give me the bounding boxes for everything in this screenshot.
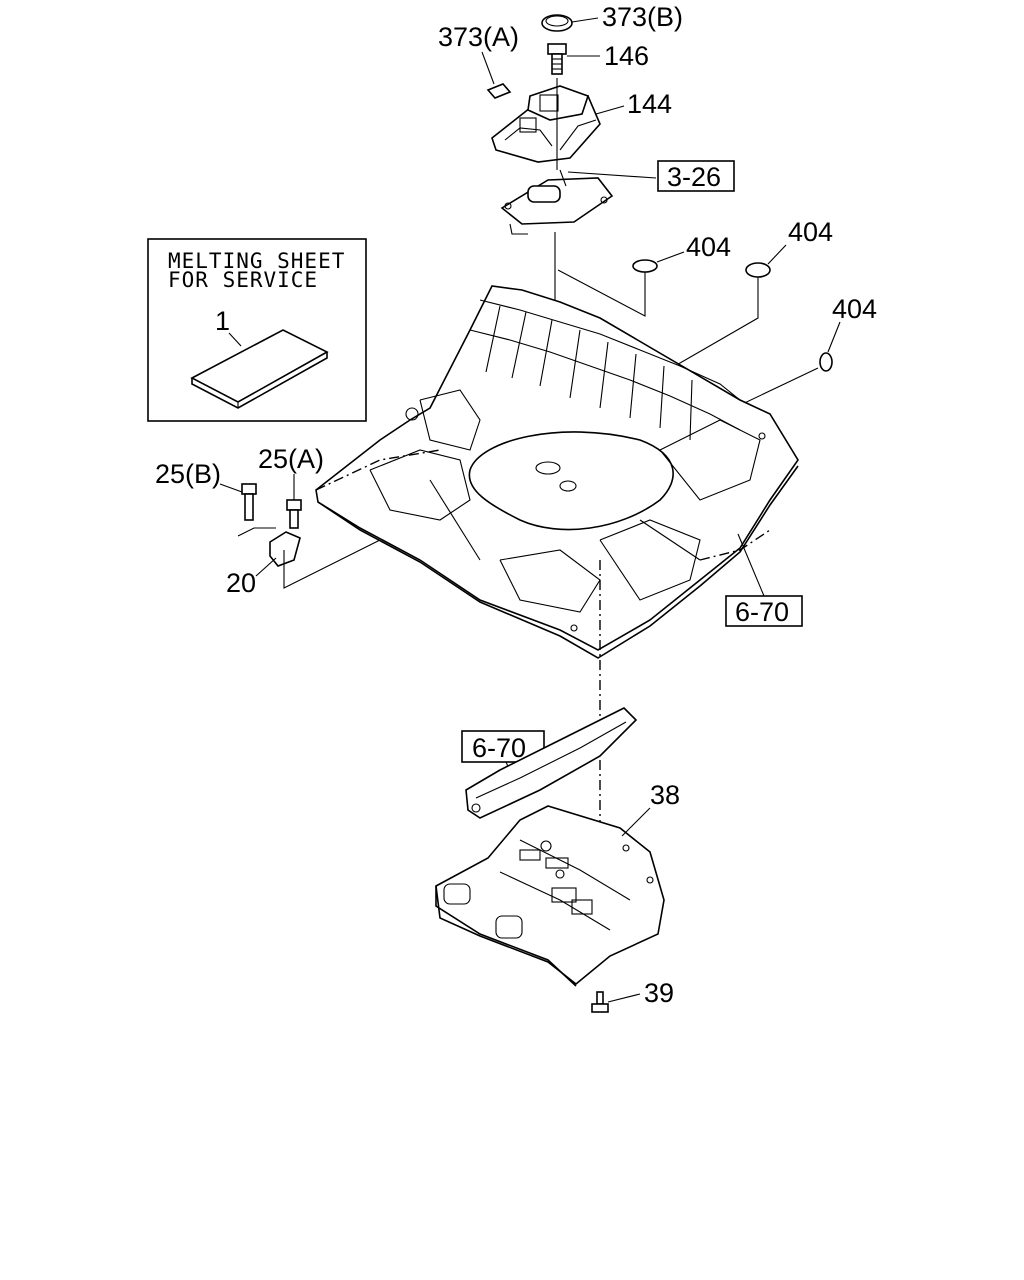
- heat-shield-38: [435, 805, 665, 987]
- console-144: [491, 85, 601, 163]
- plug-404-c: [819, 352, 833, 372]
- callout-38: 38: [650, 780, 680, 810]
- callout-404-c: 404: [832, 294, 877, 324]
- bolt-25a: [286, 499, 302, 529]
- melting-sheet-part: [190, 329, 329, 409]
- callout-20: 20: [226, 568, 256, 598]
- frame-bracket: [465, 707, 638, 819]
- floor-pan: [315, 285, 799, 659]
- bolt-39: [591, 991, 609, 1013]
- callout-404-b: 404: [788, 217, 833, 247]
- ref-3-26: 3-26: [667, 162, 721, 192]
- callout-404-a: 404: [686, 232, 731, 262]
- melting-sheet-box: MELTING SHEET FOR SERVICE 1: [147, 238, 367, 422]
- note-line-1: MELTING SHEET: [168, 249, 345, 273]
- bolt-146: [547, 43, 600, 75]
- callout-144: 144: [627, 89, 672, 119]
- ref-box-6-70-left: [461, 730, 545, 763]
- callout-146: 146: [604, 41, 649, 71]
- clip-373a: [486, 83, 512, 99]
- ref-6-70-right: 6-70: [735, 597, 789, 627]
- bracket-20: [269, 531, 301, 567]
- plug-404-a: [632, 259, 658, 273]
- note-line-2: FOR SERVICE: [168, 268, 318, 292]
- bolt-25b: [241, 483, 257, 521]
- callout-25a: 25(A): [258, 444, 324, 474]
- shift-bracket: [500, 169, 614, 235]
- callout-25b: 25(B): [155, 459, 221, 489]
- callout-373b: 373(B): [602, 2, 683, 32]
- ref-box-6-70-right: [725, 595, 803, 627]
- callout-39: 39: [644, 978, 674, 1008]
- callout-373a: 373(A): [438, 22, 519, 52]
- cap-373b: [541, 14, 599, 32]
- plug-404-b: [745, 262, 771, 278]
- ref-6-70-left: 6-70: [472, 733, 526, 763]
- ref-box-3-26: [657, 160, 735, 192]
- callout-1: 1: [215, 306, 230, 336]
